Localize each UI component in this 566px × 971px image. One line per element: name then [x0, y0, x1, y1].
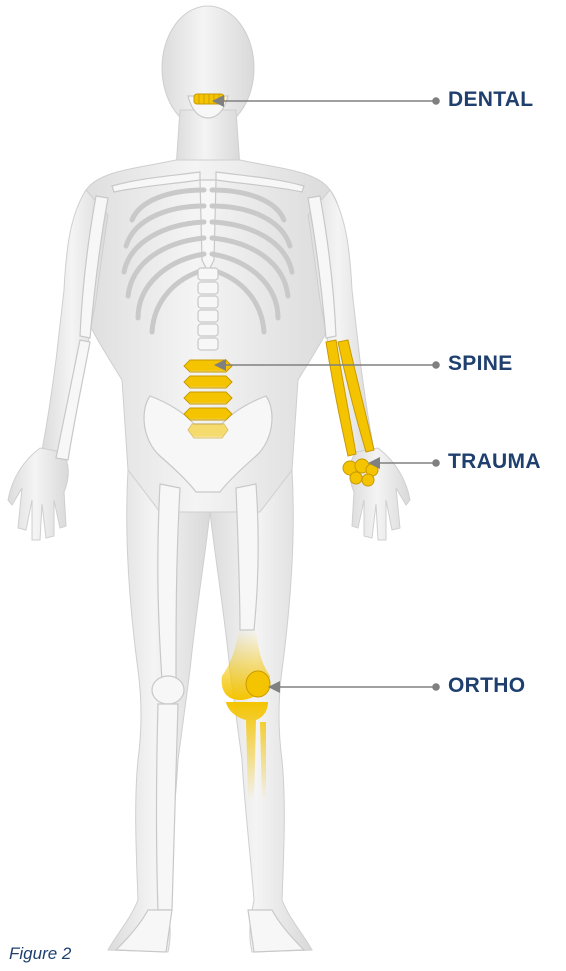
trauma-label: TRAUMA [448, 450, 541, 474]
neck [176, 110, 240, 168]
right-hand [8, 448, 68, 540]
figure-caption: Figure 2 [9, 944, 71, 964]
right-tibia [157, 704, 179, 910]
ortho-leader [268, 681, 439, 693]
trauma-leader [368, 457, 439, 469]
right-kneecap [152, 676, 184, 704]
dental-label: DENTAL [448, 88, 533, 112]
left-femur-upper [236, 484, 258, 630]
ortho-label: ORTHO [448, 674, 525, 698]
spine-label: SPINE [448, 352, 513, 376]
patella [246, 671, 270, 697]
lumbar-spine [184, 360, 232, 438]
sternum [200, 180, 216, 272]
